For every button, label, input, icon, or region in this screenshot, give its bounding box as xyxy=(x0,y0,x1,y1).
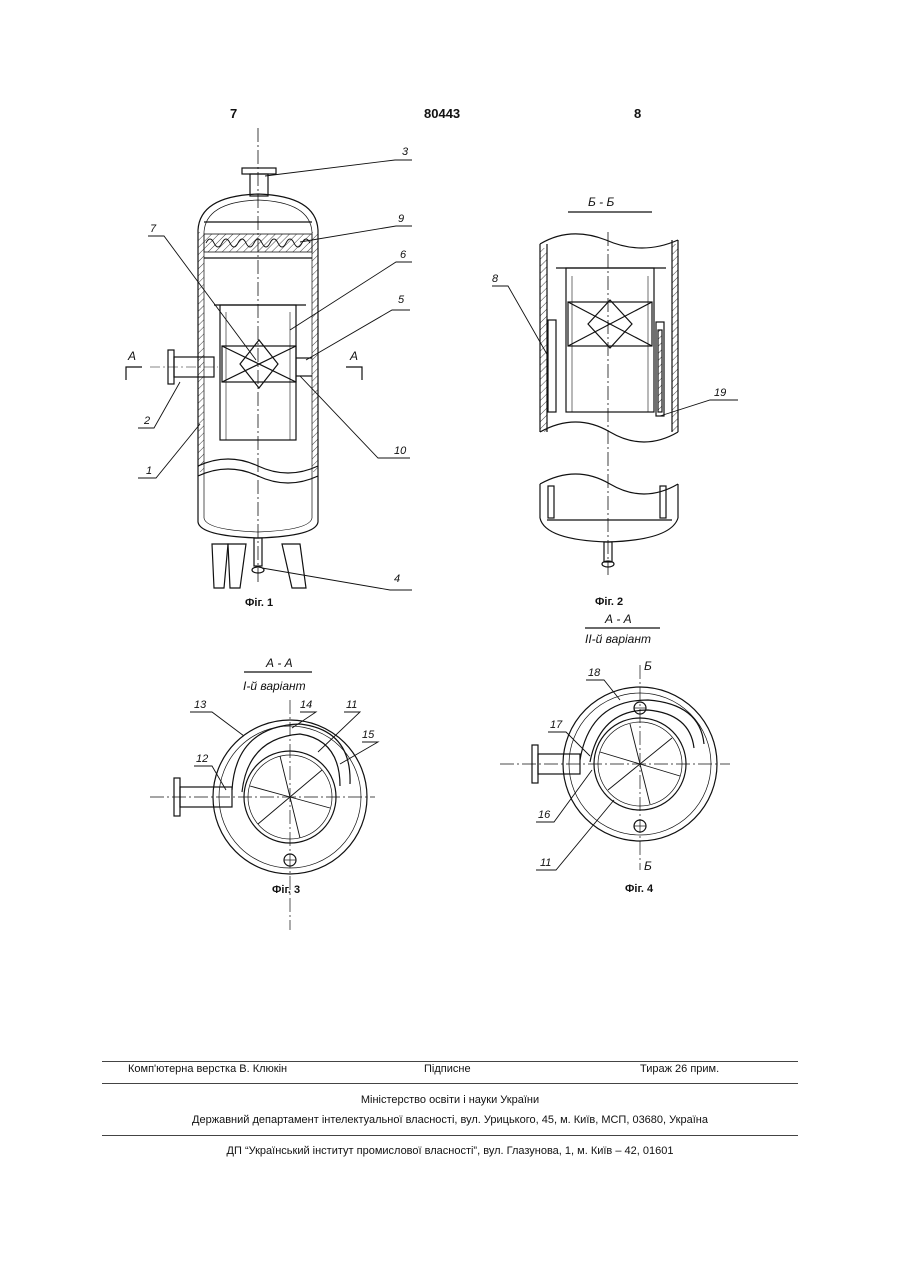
leader-4: 4 xyxy=(394,573,400,585)
figure-1: А А 3 9 6 5 7 2 10 1 4 Фіг. 1 xyxy=(126,128,412,609)
leader-2: 2 xyxy=(143,415,150,427)
footer-rule-middle xyxy=(102,1083,798,1084)
footer-rule-top xyxy=(102,1061,798,1062)
footer-circulation: Тираж 26 прим. xyxy=(640,1063,719,1075)
leader-12: 12 xyxy=(196,753,208,765)
section-mark-b-top: Б xyxy=(644,659,652,673)
leader-13: 13 xyxy=(194,699,207,711)
fig2-caption: Фіг. 2 xyxy=(595,596,623,608)
figure-3: А - А І-й варіант 13 xyxy=(150,656,378,930)
figure-2: Б - Б xyxy=(492,195,738,608)
leader-17: 18 xyxy=(588,667,601,679)
leader-16: 16 xyxy=(538,809,551,821)
leader-10: 10 xyxy=(394,445,407,457)
fig4-section-title: А - А xyxy=(604,612,632,626)
fig4-variant: ІІ-й варіант xyxy=(585,632,651,646)
fig2-section-title: Б - Б xyxy=(588,195,614,209)
leader-11-fig4: 11 xyxy=(540,857,551,869)
leader-14: 14 xyxy=(300,699,312,711)
footer-department: Державний департамент інтелектуальної вл… xyxy=(102,1114,798,1126)
fig3-caption: Фіг. 3 xyxy=(272,884,300,896)
leader-1: 1 xyxy=(146,465,152,477)
section-mark-a-left: А xyxy=(127,349,136,363)
technical-drawing: А А 3 9 6 5 7 2 10 1 4 Фіг. 1 Б - Б xyxy=(0,0,900,1000)
figure-4: А - А ІІ-й варіант Б Б xyxy=(500,612,730,895)
leader-9: 9 xyxy=(398,213,404,225)
fig3-section-title: А - А xyxy=(265,656,293,670)
leader-6: 6 xyxy=(400,249,407,261)
fig1-caption: Фіг. 1 xyxy=(245,597,273,609)
leader-5: 5 xyxy=(398,294,405,306)
leader-19: 19 xyxy=(714,387,726,399)
footer-rule-bottom xyxy=(102,1135,798,1136)
leader-7: 7 xyxy=(150,223,157,235)
leader-18: 17 xyxy=(550,719,563,731)
leader-3: 3 xyxy=(402,146,409,158)
section-mark-a-right: А xyxy=(349,349,358,363)
fig4-caption: Фіг. 4 xyxy=(625,883,654,895)
leader-8: 8 xyxy=(492,273,499,285)
footer-ministry: Міністерство освіти і науки України xyxy=(102,1094,798,1106)
footer-institute: ДП “Український інститут промислової вла… xyxy=(102,1145,798,1157)
fig3-variant: І-й варіант xyxy=(243,679,306,693)
leader-15: 15 xyxy=(362,729,375,741)
leader-11-fig3: 11 xyxy=(346,699,357,711)
section-mark-b-bottom: Б xyxy=(644,859,652,873)
footer-layout: Комп'ютерна верстка В. Клюкін xyxy=(128,1063,287,1075)
footer-signed: Підписне xyxy=(424,1063,471,1075)
